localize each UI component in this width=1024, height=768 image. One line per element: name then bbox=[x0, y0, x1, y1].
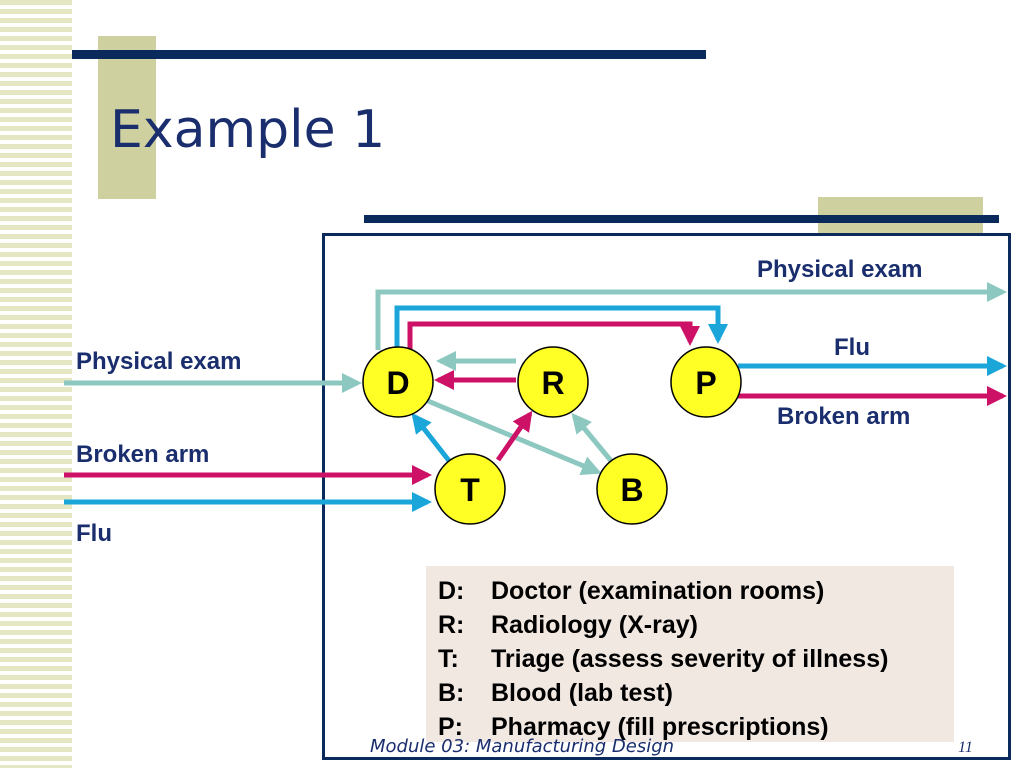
panel-rule bbox=[364, 215, 999, 223]
label-outgoing-broken-arm: Broken arm bbox=[777, 403, 910, 430]
legend-row-doctor: D: Doctor (examination rooms) bbox=[438, 574, 954, 608]
legend: D: Doctor (examination rooms) R: Radiolo… bbox=[426, 566, 954, 742]
node-triage-label: T bbox=[460, 472, 480, 508]
node-blood-label: B bbox=[620, 472, 643, 508]
legend-code: D: bbox=[438, 577, 465, 605]
flu-d-to-p-arrow bbox=[394, 305, 728, 350]
node-pharmacy: P bbox=[670, 346, 742, 418]
legend-text: Blood (lab test) bbox=[491, 679, 673, 707]
label-incoming-broken-arm: Broken arm bbox=[76, 441, 209, 468]
node-triage: T bbox=[434, 453, 506, 525]
page-number: 11 bbox=[958, 739, 973, 756]
legend-text: Pharmacy (fill prescriptions) bbox=[491, 713, 829, 741]
label-outgoing-physical-exam: Physical exam bbox=[757, 256, 922, 283]
node-doctor-label: D bbox=[386, 365, 409, 401]
title-accent-block bbox=[98, 36, 156, 199]
node-blood: B bbox=[596, 453, 668, 525]
node-radiology-label: R bbox=[541, 365, 564, 401]
label-outgoing-flu: Flu bbox=[834, 334, 870, 361]
legend-code: P: bbox=[438, 713, 463, 741]
physical-exam-exit-arrow bbox=[375, 282, 1007, 350]
title-rule bbox=[72, 50, 706, 59]
legend-code: B: bbox=[438, 679, 465, 707]
broken-arm-t-to-r-arrow bbox=[495, 410, 533, 462]
slide-title: Example 1 bbox=[110, 100, 386, 160]
node-doctor: D bbox=[362, 346, 434, 418]
legend-text: Doctor (examination rooms) bbox=[491, 577, 825, 605]
physical-exam-b-to-r-arrow bbox=[571, 412, 614, 464]
broken-arm-d-to-p-arrow bbox=[407, 321, 700, 350]
decorative-stripes bbox=[0, 0, 72, 768]
flu-t-to-d-arrow bbox=[411, 412, 452, 464]
label-incoming-flu: Flu bbox=[76, 520, 112, 547]
legend-row-blood: B: Blood (lab test) bbox=[438, 676, 954, 710]
legend-code: R: bbox=[438, 611, 465, 639]
legend-row-pharmacy: P: Pharmacy (fill prescriptions) bbox=[438, 710, 954, 744]
legend-row-radiology: R: Radiology (X-ray) bbox=[438, 608, 954, 642]
legend-text: Radiology (X-ray) bbox=[491, 611, 698, 639]
legend-row-triage: T: Triage (assess severity of illness) bbox=[438, 642, 954, 676]
legend-code: T: bbox=[438, 645, 459, 673]
node-pharmacy-label: P bbox=[695, 365, 716, 401]
slide-footer: Module 03: Manufacturing Design bbox=[370, 736, 675, 757]
node-radiology: R bbox=[517, 346, 589, 418]
legend-text: Triage (assess severity of illness) bbox=[491, 645, 889, 673]
label-incoming-physical-exam: Physical exam bbox=[76, 348, 241, 375]
